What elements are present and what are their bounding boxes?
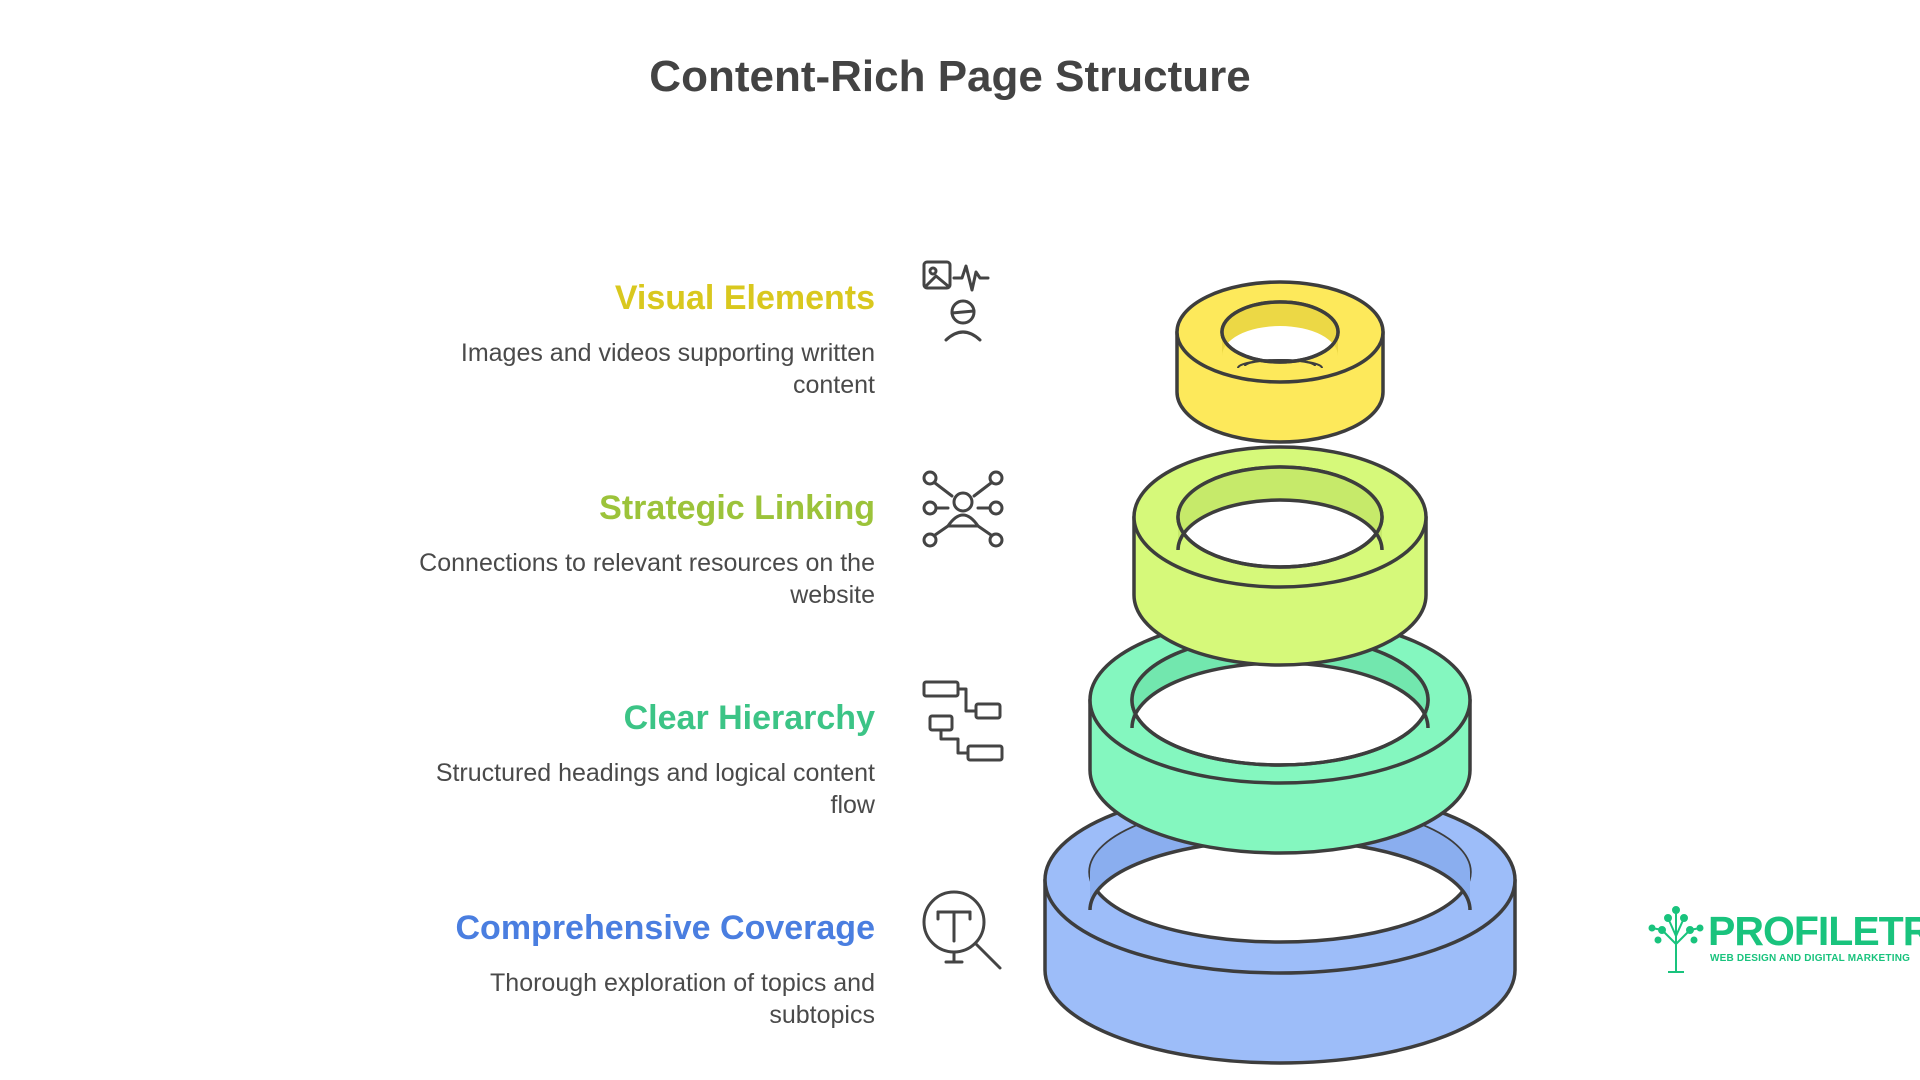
tree-logo-icon (1648, 906, 1704, 973)
item-title: Comprehensive Coverage (455, 909, 876, 947)
ring-visual-elements (1175, 280, 1385, 444)
image-audio-person-icon (918, 256, 1008, 346)
ring-clear-hierarchy (1088, 615, 1472, 855)
item-description: Connections to relevant resources on the… (315, 547, 875, 611)
item-description: Structured headings and logical content … (315, 757, 875, 821)
logo-tagline: WEB DESIGN AND DIGITAL MARKETING (1710, 953, 1911, 964)
item-title: Strategic Linking (599, 489, 875, 527)
description-line: website (790, 581, 875, 609)
description-line: subtopics (769, 1001, 875, 1029)
item-visual-elements: Visual Elements Images and videos suppor… (315, 277, 875, 401)
item-comprehensive-coverage: Comprehensive Coverage Thorough explorat… (315, 907, 876, 1031)
description-line: Structured headings and logical content (435, 759, 875, 787)
logo-wordmark: PROFILETREE (1708, 908, 1920, 954)
ring-strategic-linking (1132, 445, 1428, 667)
item-description: Images and videos supporting written con… (315, 337, 875, 401)
description-line: flow (830, 791, 875, 819)
item-title: Visual Elements (614, 279, 875, 317)
item-description: Thorough exploration of topics and subto… (315, 967, 875, 1031)
description-line: Connections to relevant resources on the (419, 549, 875, 577)
item-strategic-linking: Strategic Linking Connections to relevan… (315, 487, 875, 611)
description-line: Images and videos supporting written (460, 339, 875, 367)
ring-pyramid (1043, 280, 1517, 1065)
hierarchy-tree-icon (918, 676, 1008, 766)
network-person-icon (918, 466, 1008, 556)
text-search-icon (918, 886, 1008, 976)
item-title: Clear Hierarchy (623, 699, 875, 737)
diagram-title: Content-Rich Page Structure (649, 52, 1251, 101)
profiletree-logo: PROFILETREE WEB DESIGN AND DIGITAL MARKE… (1648, 902, 1920, 982)
description-line: content (792, 371, 875, 399)
description-line: Thorough exploration of topics and (490, 969, 875, 997)
item-clear-hierarchy: Clear Hierarchy Structured headings and … (315, 697, 875, 821)
